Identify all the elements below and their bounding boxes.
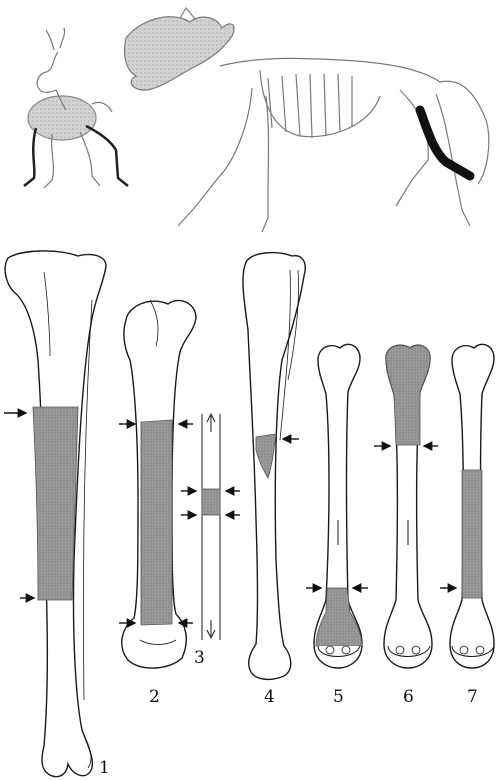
bone-2-icon — [122, 300, 196, 668]
label-bone-7: 7 — [467, 689, 478, 706]
label-bone-6: 6 — [403, 689, 414, 706]
bone-6-icon — [384, 345, 432, 668]
hare-skeleton-icon — [24, 28, 128, 188]
label-bone-4: 4 — [264, 689, 275, 706]
label-bone-5: 5 — [333, 689, 344, 706]
label-bone-1: 1 — [99, 760, 110, 777]
bone-7-icon — [450, 344, 494, 668]
bone-5-icon — [314, 344, 362, 668]
segment-3-icon — [202, 414, 220, 640]
bone-4-icon — [243, 253, 305, 680]
label-bone-2: 2 — [149, 689, 160, 706]
wolf-skeleton-icon — [124, 8, 488, 232]
label-segment-3: 3 — [194, 650, 205, 667]
bone-1-icon — [5, 251, 106, 777]
